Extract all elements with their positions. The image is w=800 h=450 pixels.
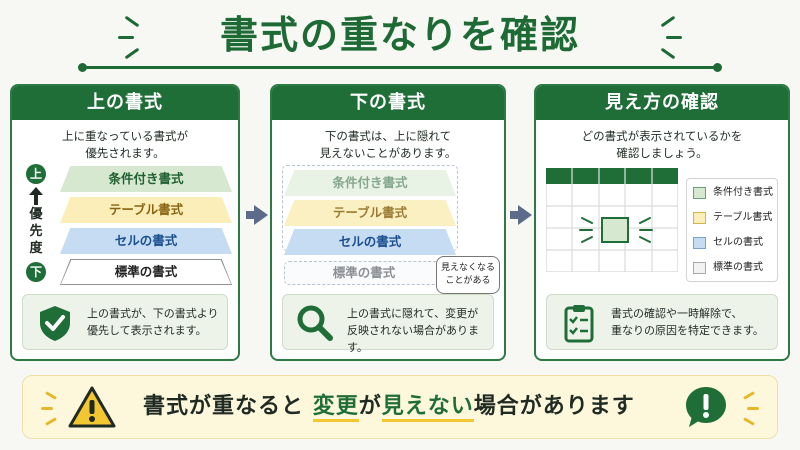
desc-line: どの書式が表示されているかを	[581, 129, 743, 143]
legend-item: 条件付き書式	[693, 184, 773, 202]
note-text: 書式の確認や一時解除で、 重なりの原因を特定できます。	[611, 305, 771, 339]
warning-ray	[41, 407, 53, 410]
panel-description: どの書式が表示されているかを 確認しましょう。	[536, 128, 788, 162]
title-spark-left	[118, 36, 134, 39]
title-area: 書式の重なりを確認	[0, 6, 800, 66]
legend-swatch-table	[693, 212, 706, 224]
warning-text: 場合があります	[473, 394, 635, 419]
callout-line: ことがある	[445, 276, 491, 286]
layer-table: テーブル書式	[284, 200, 456, 226]
desc-line: 下の書式は、上に隠れて	[324, 129, 452, 143]
panel-check-appearance: 見え方の確認 どの書式が表示されているかを 確認しましょう。 条件付き書式	[534, 84, 790, 361]
panel-description: 下の書式は、上に隠れて 見えないことがあります。	[272, 128, 504, 162]
priority-arrow-icon	[29, 187, 43, 205]
legend-swatch-standard	[693, 262, 706, 274]
note-line: 上の書式に隠れて、変更が	[347, 307, 479, 320]
panel-heading: 見え方の確認	[536, 86, 788, 120]
priority-bottom-badge: 下	[26, 262, 46, 282]
shield-check-icon	[40, 306, 70, 341]
desc-line: 見えないことがあります。	[319, 146, 457, 160]
flow-arrow-stem	[246, 211, 254, 219]
warning-highlight: 見えない	[381, 394, 474, 422]
legend-label: テーブル書式	[713, 212, 773, 223]
title-spark-right	[666, 36, 682, 39]
warning-text: が	[358, 394, 382, 419]
warning-text: 書式が重なると	[143, 394, 305, 419]
clipboard-checklist-icon	[564, 305, 594, 343]
legend-item: セルの書式	[693, 234, 763, 252]
note-line: 重なりの原因を特定できます。	[611, 324, 764, 337]
layer-standard-hidden: 標準の書式	[284, 261, 444, 285]
panel-lower-format: 下の書式 下の書式は、上に隠れて 見えないことがあります。 条件付き書式 テーブ…	[270, 84, 506, 361]
layer-standard-label: 標準の書式	[332, 265, 396, 280]
legend-swatch-cell	[693, 237, 706, 249]
spreadsheet-grid-icon	[546, 168, 678, 272]
legend-swatch-conditional	[693, 187, 706, 199]
layer-table: テーブル書式	[60, 197, 232, 223]
warning-ray	[45, 417, 57, 426]
warning-message: 書式が重なると 変更が見えない場合があります	[143, 388, 683, 422]
panel-description: 上に重なっている書式が 優先されます。	[12, 128, 238, 162]
panel-note: 上の書式に隠れて、変更が 反映されない場合があります。	[282, 294, 494, 354]
warning-ray	[747, 407, 759, 410]
magnifier-icon	[297, 305, 333, 341]
flow-arrow-stem	[510, 211, 518, 219]
priority-label: 度	[29, 241, 43, 256]
priority-top-badge: 上	[26, 164, 46, 184]
layer-standard: 標準の書式	[60, 259, 232, 285]
legend-label: 条件付き書式	[713, 187, 773, 198]
legend-label: 標準の書式	[713, 262, 763, 273]
desc-line: 上に重なっている書式が	[62, 129, 188, 143]
warning-highlight: 変更	[312, 394, 359, 422]
panel-heading: 上の書式	[12, 86, 238, 120]
exclamation-bubble-icon	[686, 387, 726, 427]
legend-label: セルの書式	[713, 237, 763, 248]
priority-label: 先	[29, 224, 43, 239]
page-title: 書式の重なりを確認	[219, 13, 580, 57]
layer-cell: セルの書式	[284, 229, 456, 255]
note-line: 優先して表示されます。	[87, 324, 207, 337]
note-line: 上の書式が、下の書式より	[87, 307, 219, 320]
note-line: 書式の確認や一時解除で、	[611, 307, 743, 320]
flow-arrow-icon	[518, 205, 532, 225]
layer-conditional: 条件付き書式	[60, 166, 232, 192]
warning-ray	[743, 391, 755, 400]
panel-upper-format: 上の書式 上に重なっている書式が 優先されます。 上 優 先 度 下 条件付き書…	[10, 84, 240, 361]
note-text: 上の書式が、下の書式より 優先して表示されます。	[87, 305, 221, 339]
warning-ray	[743, 417, 755, 426]
note-text: 上の書式に隠れて、変更が 反映されない場合があります。	[347, 305, 487, 356]
flow-arrow-icon	[254, 205, 268, 225]
panel-note: 上の書式が、下の書式より 優先して表示されます。	[22, 294, 228, 350]
hidden-callout: 見えなくなる ことがある	[436, 256, 500, 294]
note-line: 反映されない場合があります。	[347, 324, 479, 354]
legend-item: 標準の書式	[693, 259, 763, 277]
warning-triangle-icon	[68, 386, 116, 428]
warning-banner: 書式が重なると 変更が見えない場合があります	[22, 375, 778, 439]
layer-conditional: 条件付き書式	[284, 170, 456, 196]
title-underline	[78, 63, 722, 72]
legend-item: テーブル書式	[693, 209, 772, 227]
layer-standard-label: 標準の書式	[61, 260, 231, 284]
layer-cell: セルの書式	[60, 228, 232, 254]
panel-note: 書式の確認や一時解除で、 重なりの原因を特定できます。	[546, 294, 778, 350]
panel-heading: 下の書式	[272, 86, 504, 120]
warning-ray	[45, 391, 57, 400]
desc-line: 優先されます。	[85, 146, 165, 160]
desc-line: 確認しましょう。	[616, 146, 708, 160]
callout-line: 見えなくなる	[440, 263, 495, 273]
priority-label: 優	[29, 207, 43, 222]
format-legend: 条件付き書式 テーブル書式 セルの書式 標準の書式	[686, 178, 778, 282]
